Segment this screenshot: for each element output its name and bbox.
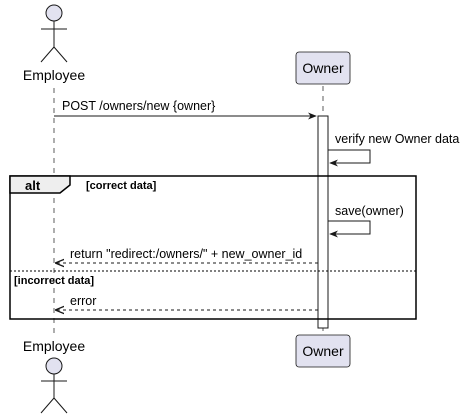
employee-actor-top[interactable]: Employee: [23, 4, 85, 83]
stick-figure-icon: [40, 4, 68, 63]
owner-activation-bar: [317, 115, 329, 329]
owner-label-bottom: Owner: [302, 343, 344, 359]
alt-guard-correct: [correct data]: [86, 180, 157, 192]
message-verify-label: verify new Owner data: [335, 132, 459, 146]
message-error-label: error: [70, 294, 96, 308]
employee-actor-bottom[interactable]: Employee: [23, 338, 85, 414]
alt-keyword: alt: [25, 178, 41, 193]
employee-label-bottom: Employee: [23, 338, 85, 354]
message-save-label: save(owner): [335, 204, 404, 218]
message-verify-arrow: [328, 149, 371, 167]
owner-label-top: Owner: [302, 60, 344, 76]
message-save-arrow: [328, 220, 371, 238]
alt-fragment: alt [correct data] [incorrect data]: [9, 175, 417, 320]
stick-figure-icon: [40, 357, 68, 414]
alt-guard-incorrect: [incorrect data]: [14, 275, 94, 287]
owner-participant-top[interactable]: Owner: [295, 51, 351, 85]
owner-participant-bottom[interactable]: Owner: [295, 334, 351, 368]
message-redirect-label: return "redirect:/owners/" + new_owner_i…: [70, 247, 302, 261]
message-post-label: POST /owners/new {owner}: [62, 99, 215, 113]
employee-label-top: Employee: [23, 67, 85, 83]
